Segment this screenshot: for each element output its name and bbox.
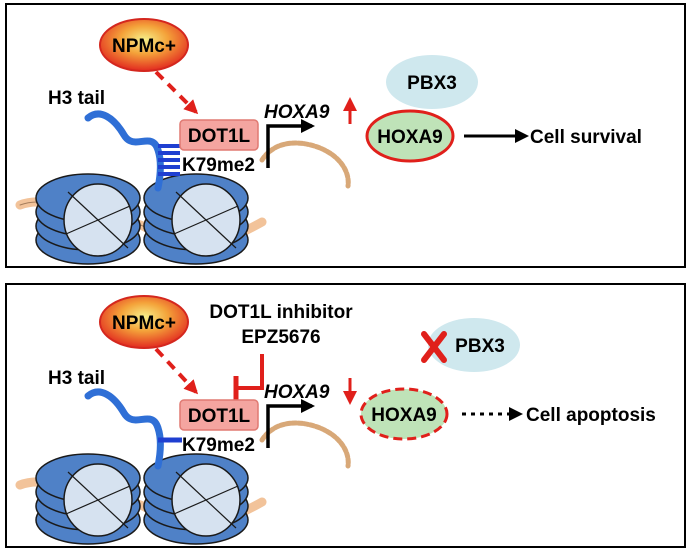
hoxa9-label: HOXA9 xyxy=(371,405,436,426)
npmc-to-dot1l-arrow xyxy=(154,70,199,115)
inhibition-line xyxy=(236,354,264,390)
npmc-label: NPMc+ xyxy=(112,313,176,334)
transcription-arrow xyxy=(266,119,315,168)
chromatin-coil xyxy=(259,420,351,469)
outcome-label: Cell survival xyxy=(530,127,642,148)
dot1l-box xyxy=(179,399,259,431)
gene-label: HOXA9 xyxy=(264,102,330,123)
dot1l-label: DOT1L xyxy=(188,126,251,147)
k79me2-marks xyxy=(158,144,180,176)
hoxa9-node xyxy=(365,109,455,163)
npmc-label: NPMc+ xyxy=(112,36,176,57)
transcription-arrow xyxy=(266,399,315,448)
dot1l-label: DOT1L xyxy=(188,406,251,427)
k79me2-label: K79me2 xyxy=(182,155,255,176)
h3-tail-label: H3 tail xyxy=(48,368,105,389)
nucleosome-left xyxy=(35,173,141,265)
npmc-node xyxy=(99,18,189,72)
panel-bottom: H3 tail NPMc+ DOT1L inhibitor EPZ5676 DO… xyxy=(5,283,686,548)
h3-tail-label: H3 tail xyxy=(48,88,105,109)
blocked-x-icon xyxy=(421,331,447,363)
panel-top: H3 tail NPMc+ DOT1L K79me2 HOXA9 PBX3 xyxy=(5,3,686,268)
pbx3-node xyxy=(386,55,478,109)
nucleosome-left xyxy=(35,453,141,545)
pbx3-node xyxy=(428,318,520,372)
outcome-label: Cell apoptosis xyxy=(526,405,656,426)
gene-label: HOXA9 xyxy=(264,382,330,403)
inhibitor-label-line1: DOT1L inhibitor xyxy=(209,302,353,323)
pbx3-label: PBX3 xyxy=(407,73,457,94)
hoxa9-label: HOXA9 xyxy=(377,127,442,148)
hoxa9-node xyxy=(359,387,449,441)
npmc-to-dot1l-arrow xyxy=(154,347,199,395)
dot1l-box xyxy=(179,119,259,151)
h3-tail xyxy=(84,388,164,470)
npmc-node xyxy=(99,295,189,349)
inhibitor-label-line2: EPZ5676 xyxy=(241,327,320,348)
pbx3-label: PBX3 xyxy=(455,336,505,357)
chromatin-coil xyxy=(259,140,351,189)
k79me2-label: K79me2 xyxy=(182,435,255,456)
